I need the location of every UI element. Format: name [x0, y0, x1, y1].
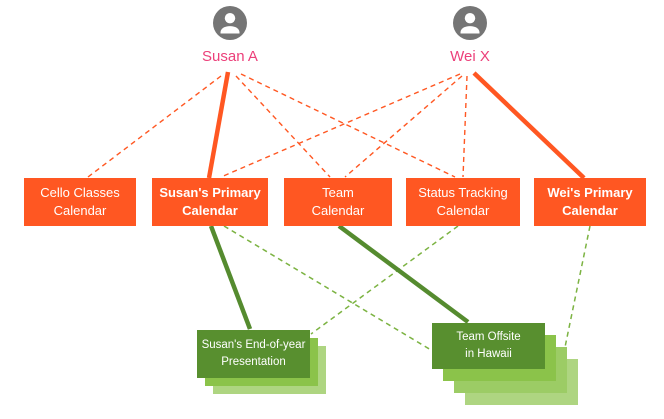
edge-susans-primary-team-offsite [223, 225, 432, 351]
person-icon [453, 6, 487, 40]
person-icon [213, 6, 247, 40]
user-name: Susan A [202, 48, 258, 65]
user-wei: Wei X [410, 6, 530, 65]
event-team-offsite: Team Offsite in Hawaii [432, 323, 545, 369]
edge-wei-x-weis-primary [472, 71, 586, 180]
calendar-susans-primary: Susan's Primary Calendar [152, 178, 268, 226]
edge-susan-a-team [235, 75, 331, 178]
calendar-weis-primary: Wei's Primary Calendar [534, 178, 646, 226]
event-susan-presentation: Susan's End-of-year Presentation [197, 330, 310, 378]
edge-susan-a-status-tracking [240, 73, 456, 178]
edge-wei-x-team [344, 75, 463, 178]
user-susan: Susan A [170, 6, 290, 65]
edge-susan-a-cello-classes [87, 75, 222, 178]
calendar-team: Team Calendar [284, 178, 392, 226]
edge-wei-x-status-tracking [462, 75, 468, 178]
edge-susans-primary-susan-presentation [208, 225, 253, 330]
calendar-cello-classes: Cello Classes Calendar [24, 178, 136, 226]
edge-susan-a-susans-primary [206, 71, 231, 179]
edge-status-tracking-susan-presentation [310, 225, 459, 335]
user-name: Wei X [450, 48, 490, 65]
calendar-status-tracking: Status Tracking Calendar [406, 178, 520, 226]
edge-team-team-offsite [337, 224, 470, 324]
edge-wei-x-susans-primary [220, 73, 461, 178]
